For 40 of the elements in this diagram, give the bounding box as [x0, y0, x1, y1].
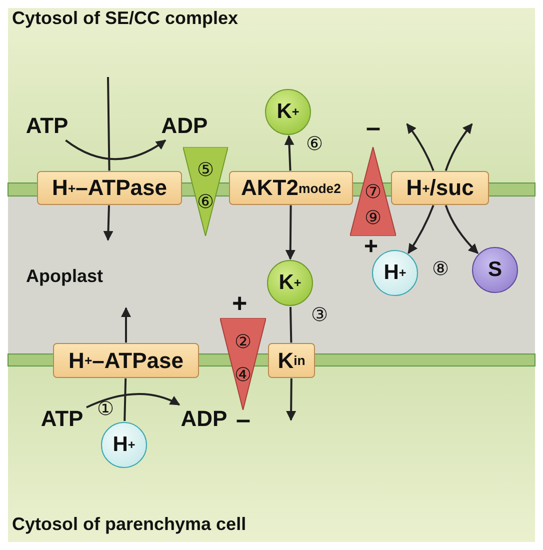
- charge-sign: +: [232, 288, 248, 319]
- arrow: [65, 139, 166, 160]
- step-number: ③: [311, 304, 328, 327]
- step-number: ⑤: [196, 161, 215, 181]
- step-number: ①: [97, 398, 114, 421]
- region-label: Apoplast: [26, 266, 104, 287]
- pump-box: H$^{+}$–ATPase: [37, 171, 182, 205]
- arrow: [444, 123, 473, 172]
- step-number: ⑥: [196, 193, 215, 213]
- arrow: [285, 205, 296, 260]
- gradient-triangle: [183, 147, 228, 236]
- text-label: ATP: [22, 112, 72, 140]
- text-label: ADP: [176, 405, 232, 433]
- connector-line: [124, 378, 127, 422]
- step-number: ④: [234, 366, 252, 386]
- pump-box: H$^{+}$–ATPase: [53, 343, 199, 378]
- arrow: [408, 204, 434, 254]
- arrow: [286, 378, 296, 421]
- step-number: ⑨: [364, 209, 382, 229]
- arrow: [406, 123, 434, 172]
- charge-sign: –: [366, 112, 380, 143]
- text-label: ADP: [157, 112, 212, 140]
- transporter-box: H$^{+}$/suc: [391, 171, 489, 205]
- arrow: [103, 205, 114, 241]
- region-label: Cytosol of SE/CC complex: [12, 8, 238, 29]
- step-number: ⑧: [432, 258, 449, 281]
- arrow: [284, 135, 294, 171]
- connector-line: [290, 306, 292, 343]
- gradient-triangle: [220, 318, 266, 410]
- region-label: Cytosol of parenchyma cell: [12, 514, 246, 535]
- text-label: ATP: [38, 405, 86, 433]
- charge-sign: –: [236, 404, 250, 435]
- arrow: [121, 307, 131, 343]
- arrow: [86, 393, 180, 408]
- step-number: ⑥: [306, 133, 323, 156]
- arrow: [444, 204, 478, 254]
- gradient-triangle: [350, 147, 396, 236]
- step-number: ②: [234, 333, 252, 353]
- step-number: ⑦: [364, 183, 382, 203]
- connector-line: [107, 76, 110, 171]
